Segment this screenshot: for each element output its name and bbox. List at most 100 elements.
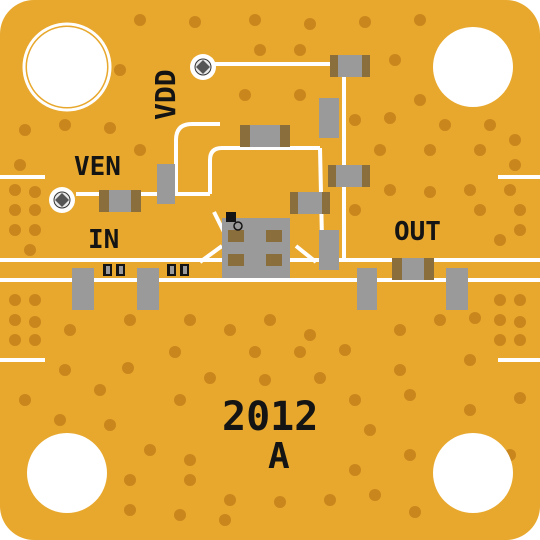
via (514, 392, 526, 404)
trace-clearance (76, 62, 346, 264)
via (374, 144, 386, 156)
via (409, 506, 421, 518)
via (224, 494, 236, 506)
via (254, 44, 266, 56)
via (9, 184, 21, 196)
mounting-hole-bottom-right (433, 433, 513, 513)
via (184, 314, 196, 326)
via (184, 454, 196, 466)
inductor-vdd (240, 125, 290, 147)
via (514, 224, 526, 236)
via (474, 204, 486, 216)
via (19, 124, 31, 136)
via (389, 54, 401, 66)
via (364, 424, 376, 436)
via (314, 372, 326, 384)
via (9, 224, 21, 236)
components (72, 55, 468, 310)
via (239, 89, 251, 101)
silkscreen: VDD VEN IN OUT 2012 A (74, 69, 441, 477)
via (464, 184, 476, 196)
ic-pad (228, 254, 244, 266)
resistor-ven (99, 190, 141, 212)
via (384, 112, 396, 124)
via (104, 419, 116, 431)
via (469, 312, 481, 324)
via (104, 122, 116, 134)
capacitor-vdd-top (330, 55, 370, 77)
via (144, 444, 156, 456)
via (484, 119, 496, 131)
capacitor-vdd-1 (319, 98, 339, 138)
via (174, 394, 186, 406)
via (134, 14, 146, 26)
via (204, 372, 216, 384)
via (369, 489, 381, 501)
via (249, 14, 261, 26)
via (294, 44, 306, 56)
via (514, 316, 526, 328)
capacitor-output-shunt (319, 230, 339, 270)
capacitor-output-shunt-3 (446, 268, 468, 310)
via (9, 314, 21, 326)
via (29, 316, 41, 328)
capacitor-vdd-2 (328, 165, 370, 187)
ic-pad (228, 230, 244, 242)
via (414, 94, 426, 106)
via (434, 314, 446, 326)
via (509, 159, 521, 171)
via (64, 324, 76, 336)
via (59, 364, 71, 376)
mounting-hole-bottom-left (27, 433, 107, 513)
via (514, 294, 526, 306)
via (19, 394, 31, 406)
vdd-test-pad-mark (196, 60, 210, 74)
via (59, 119, 71, 131)
ic-body (222, 218, 290, 278)
revision-label: A (268, 436, 290, 477)
capacitor-input-shunt-1 (72, 268, 94, 310)
via (29, 294, 41, 306)
via (464, 404, 476, 416)
mounting-hole-top-right (433, 27, 513, 107)
capacitor-output-dc-block (392, 258, 434, 280)
via (494, 314, 506, 326)
in-label: IN (88, 225, 119, 255)
via (124, 474, 136, 486)
via (404, 449, 416, 461)
out-label: OUT (394, 217, 441, 247)
via (122, 362, 134, 374)
via (514, 334, 526, 346)
via (94, 384, 106, 396)
via (184, 474, 196, 486)
vdd-label: VDD (149, 69, 182, 120)
via (294, 89, 306, 101)
via (349, 114, 361, 126)
capacitor-input-shunt-2 (137, 268, 159, 310)
ven-test-pad-mark (55, 193, 69, 207)
via (439, 119, 451, 131)
capacitor-vdd-3 (290, 192, 330, 214)
via (29, 204, 41, 216)
via (474, 144, 486, 156)
via (324, 494, 336, 506)
via (349, 464, 361, 476)
ic-pad (266, 230, 282, 242)
via (304, 329, 316, 341)
via (189, 16, 201, 28)
test-pads (49, 54, 216, 213)
via (304, 18, 316, 30)
via (494, 294, 506, 306)
via (404, 389, 416, 401)
via-field (9, 14, 526, 526)
part-number-label: 2012 (222, 394, 318, 440)
via (24, 244, 36, 256)
via (349, 394, 361, 406)
via (259, 374, 271, 386)
via (394, 324, 406, 336)
via (359, 16, 371, 28)
via (54, 414, 66, 426)
via (494, 234, 506, 246)
via (9, 334, 21, 346)
